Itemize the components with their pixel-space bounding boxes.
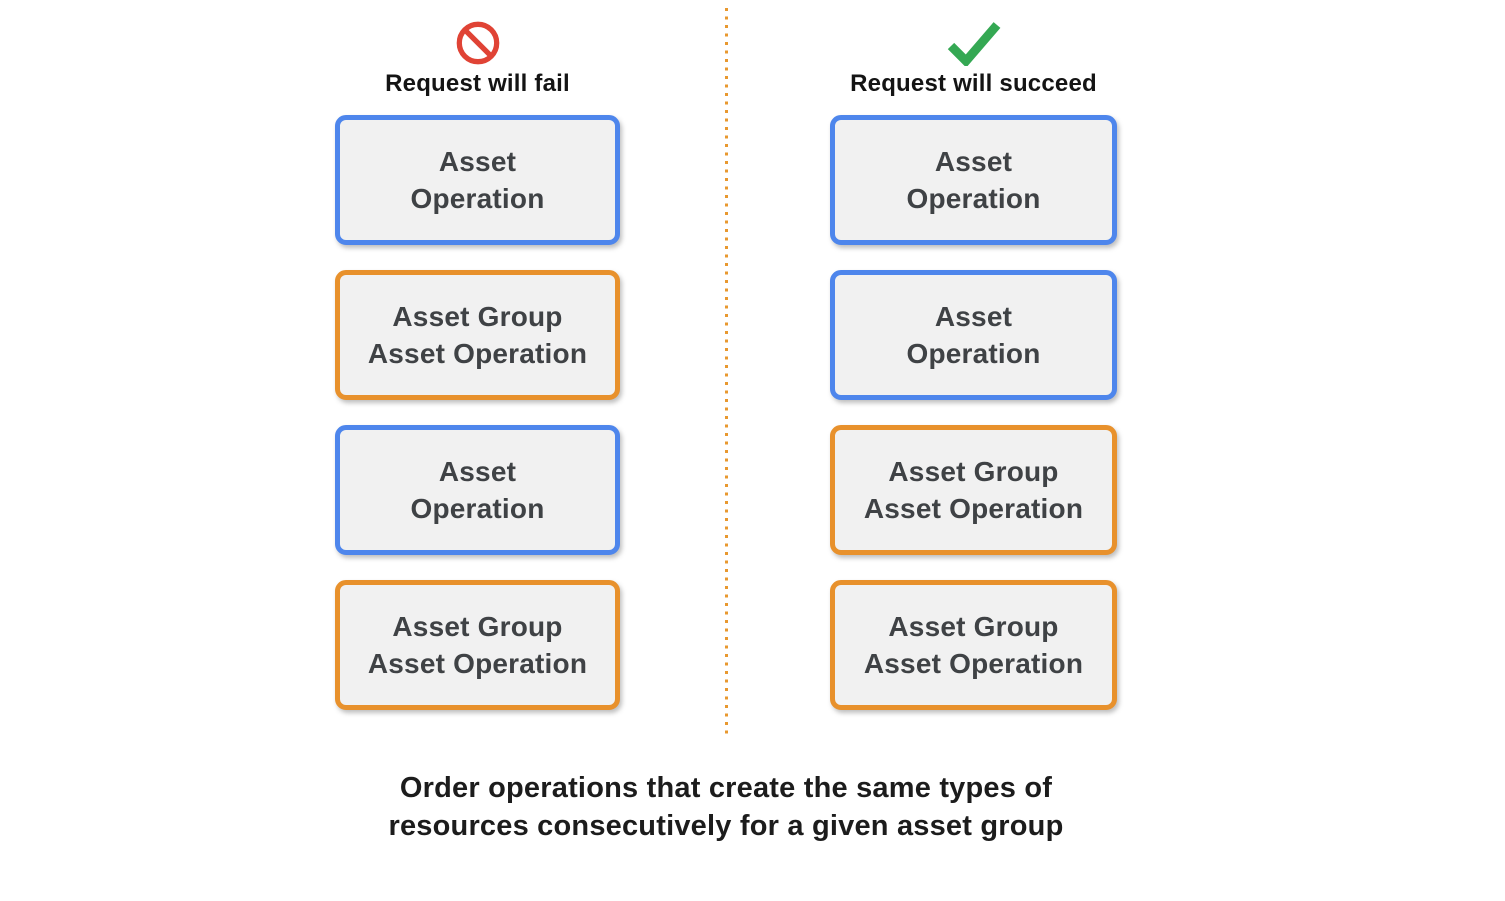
success-column: Request will succeed Asset Operation Ass… bbox=[830, 18, 1117, 710]
box-label-line: Operation bbox=[410, 493, 545, 524]
box-label-line: Asset Group bbox=[392, 301, 563, 332]
fail-box-stack: Asset Operation Asset Group Asset Operat… bbox=[335, 115, 620, 710]
caption: Order operations that create the same ty… bbox=[0, 769, 1452, 845]
success-box-stack: Asset Operation Asset Operation Asset Gr… bbox=[830, 115, 1117, 710]
box-label-line: Asset Group bbox=[888, 611, 1059, 642]
asset-operation-box: Asset Operation bbox=[830, 270, 1117, 400]
dotted-divider bbox=[725, 8, 728, 738]
asset-group-asset-operation-box: Asset Group Asset Operation bbox=[830, 425, 1117, 555]
asset-group-asset-operation-box: Asset Group Asset Operation bbox=[335, 270, 620, 400]
box-label-line: Operation bbox=[906, 338, 1041, 369]
box-label-line: Operation bbox=[906, 183, 1041, 214]
box-label-line: Asset Operation bbox=[863, 493, 1084, 524]
caption-line: resources consecutively for a given asse… bbox=[388, 810, 1064, 842]
caption-line: Order operations that create the same ty… bbox=[399, 772, 1053, 804]
success-column-title: Request will succeed bbox=[850, 70, 1097, 97]
prohibition-icon bbox=[455, 18, 501, 66]
box-label-line: Asset bbox=[438, 146, 517, 177]
asset-operation-box: Asset Operation bbox=[335, 425, 620, 555]
check-icon bbox=[945, 18, 1003, 66]
box-label-line: Asset Operation bbox=[367, 338, 588, 369]
box-label-line: Asset bbox=[438, 456, 517, 487]
box-label-line: Operation bbox=[410, 183, 545, 214]
asset-operation-box: Asset Operation bbox=[830, 115, 1117, 245]
asset-group-asset-operation-box: Asset Group Asset Operation bbox=[830, 580, 1117, 710]
fail-column-title: Request will fail bbox=[385, 70, 570, 97]
box-label-line: Asset Operation bbox=[863, 648, 1084, 679]
box-label-line: Asset Group bbox=[392, 611, 563, 642]
asset-operation-box: Asset Operation bbox=[335, 115, 620, 245]
box-label-line: Asset bbox=[934, 301, 1013, 332]
fail-column: Request will fail Asset Operation Asset … bbox=[335, 18, 620, 710]
box-label-line: Asset Group bbox=[888, 456, 1059, 487]
asset-group-asset-operation-box: Asset Group Asset Operation bbox=[335, 580, 620, 710]
box-label-line: Asset Operation bbox=[367, 648, 588, 679]
box-label-line: Asset bbox=[934, 146, 1013, 177]
